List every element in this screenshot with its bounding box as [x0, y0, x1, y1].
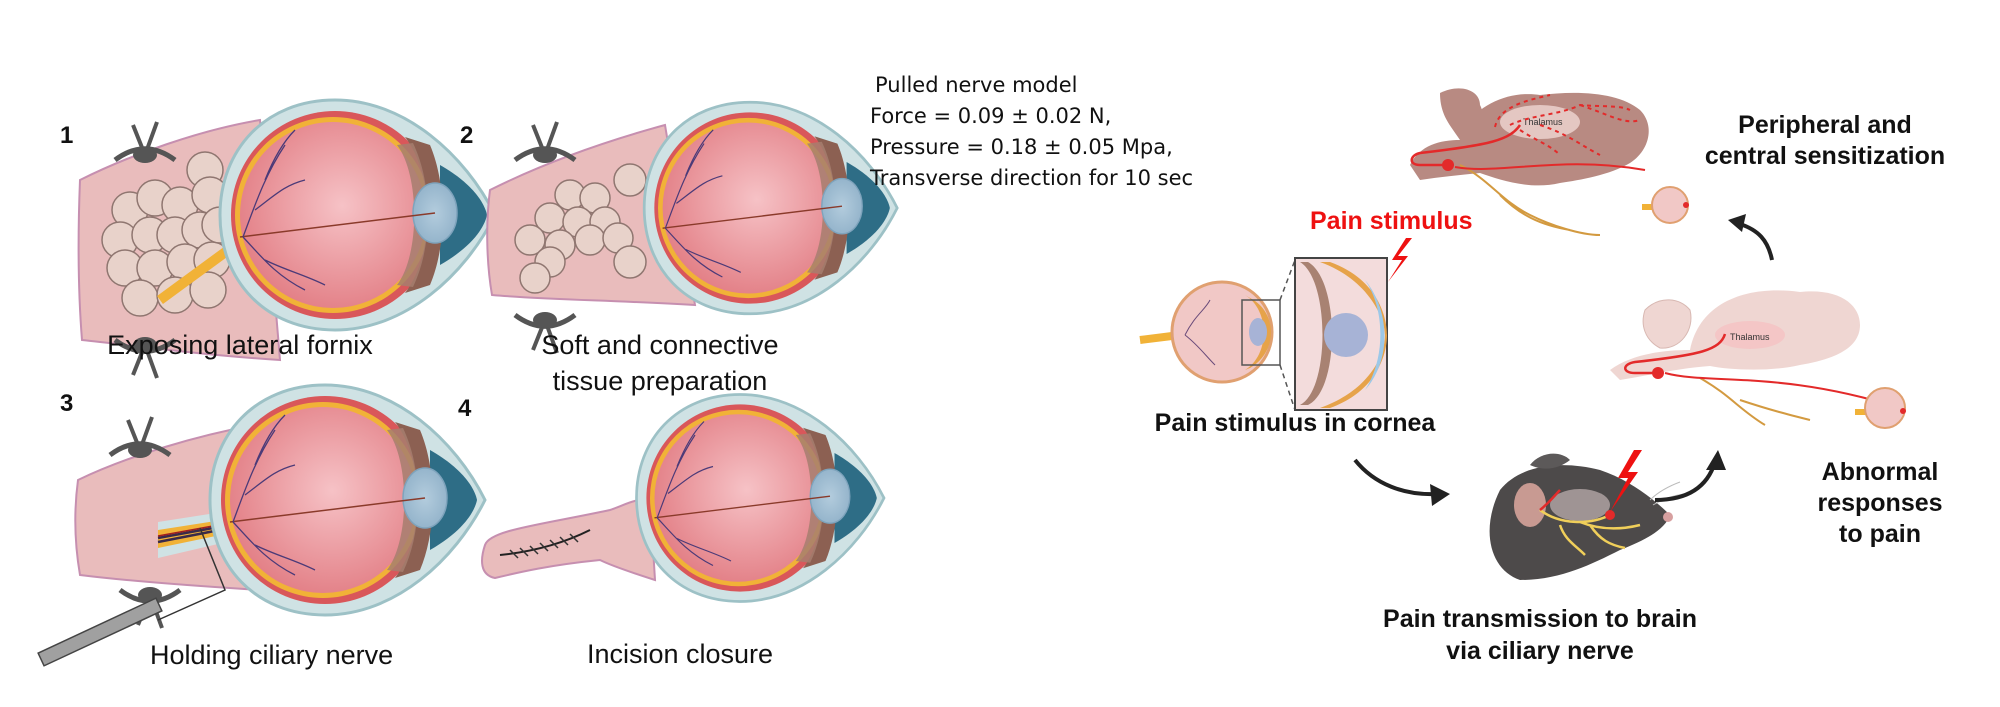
model-direction: Transverse direction for 10 sec: [870, 166, 1194, 190]
brain: [1410, 92, 1649, 186]
model-title: Pulled nerve model: [875, 73, 1078, 97]
baseline-brain-illustration: Thalamus: [1610, 290, 1906, 429]
step-number-4: 4: [458, 395, 472, 422]
mouse-ear: [1514, 483, 1546, 527]
step1-illustration: [77, 98, 497, 380]
step-number-1: 1: [60, 122, 74, 149]
trigeminal-branches: [1459, 164, 1601, 236]
step-number-3: 3: [60, 390, 74, 417]
nerve-hook: [157, 527, 226, 621]
model-force: Force = 0.09 ± 0.02 N,: [870, 104, 1112, 128]
step2-caption-line1: Soft and connective: [541, 330, 779, 360]
arrow-to-mouse-icon: [1353, 458, 1450, 506]
cornea-inset: [1294, 257, 1388, 411]
arrow-to-sensitization-icon: [1728, 214, 1774, 261]
step4-caption: Incision closure: [586, 639, 774, 669]
sensitization-caption-line1: Peripheral and: [1738, 111, 1912, 139]
eyeball: [642, 100, 899, 316]
small-eye-icon: [1139, 280, 1274, 384]
cornea-zoom-illustration: [1139, 238, 1412, 411]
mouse-head-illustration: [1489, 450, 1686, 580]
step4-illustration: [481, 393, 886, 603]
step3-caption: Holding ciliary nerve: [150, 640, 394, 670]
abnormal-caption-line3: to pain: [1839, 520, 1921, 548]
abnormal-caption-line1: Abnormal: [1821, 458, 1939, 486]
small-eye-icon: [1855, 387, 1906, 429]
zoom-region-box: [1241, 299, 1281, 366]
surgical-instrument: [37, 597, 163, 667]
suture-top: [115, 122, 175, 163]
small-eye-icon: [1642, 186, 1689, 224]
ciliary-nerve-branches: [1539, 508, 1641, 556]
step1-caption: Exposing lateral fornix: [107, 330, 373, 360]
lightning-bolt-icon: [1388, 238, 1412, 282]
suture-top: [515, 122, 575, 163]
step-number-2: 2: [460, 122, 474, 149]
thalamus-label-top: Thalamus: [1523, 117, 1563, 127]
thalamus-label-bottom: Thalamus: [1730, 332, 1770, 342]
eyeball: [635, 393, 886, 603]
sensitized-brain-illustration: Thalamus: [1410, 88, 1689, 236]
sensitization-pathways: [1494, 94, 1641, 156]
nerve-fiber-red: [1410, 124, 1522, 167]
step2-illustration: [486, 100, 899, 380]
sensitization-caption-line2: central sensitization: [1704, 142, 1946, 170]
transmission-caption-line1: Pain transmission to brain: [1383, 605, 1697, 633]
suture-top: [110, 417, 170, 458]
pulled-nerve-model-info: Pulled nerve model Force = 0.09 ± 0.02 N…: [870, 70, 1193, 194]
pain-stimulus-label: Pain stimulus: [1310, 207, 1473, 235]
cornea-caption: Pain stimulus in cornea: [1154, 409, 1436, 437]
step2-caption-line2: tissue preparation: [552, 366, 768, 396]
step3-illustration: [37, 383, 487, 667]
eyeball: [208, 383, 487, 617]
arrow-to-abnormal-icon: [1654, 450, 1726, 502]
abnormal-caption-line2: responses: [1817, 489, 1943, 517]
transmission-caption-line2: via ciliary nerve: [1446, 637, 1634, 665]
model-pressure: Pressure = 0.18 ± 0.05 Mpa,: [870, 135, 1173, 159]
